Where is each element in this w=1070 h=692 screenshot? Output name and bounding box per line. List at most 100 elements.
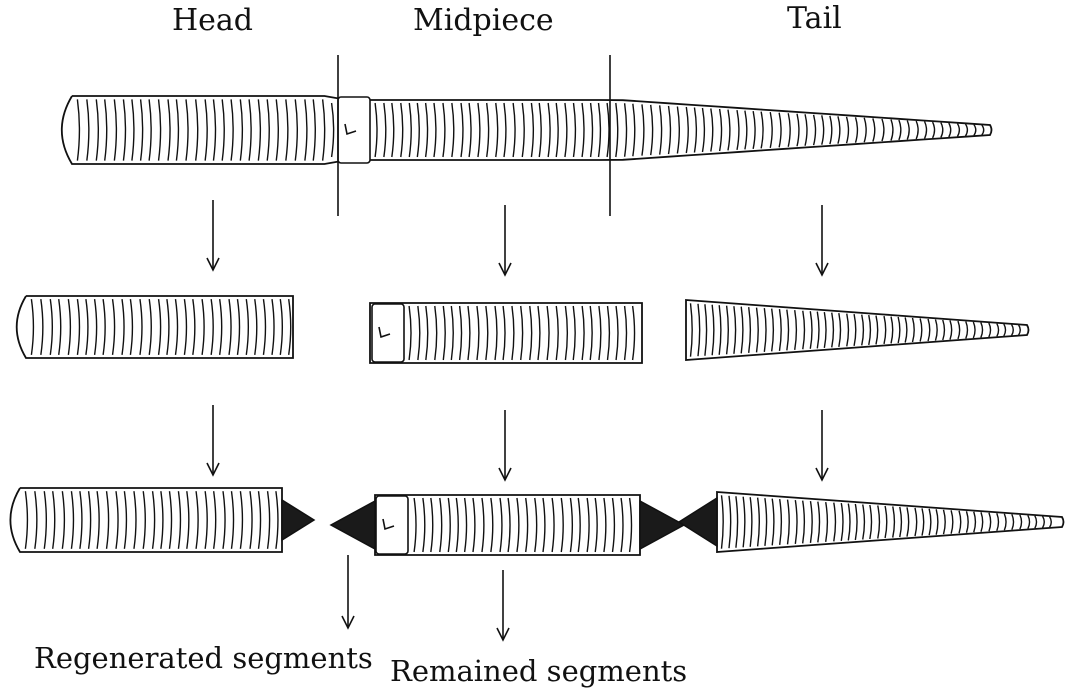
worm-segment <box>266 99 270 161</box>
worm-segment <box>980 322 984 338</box>
worm-segment <box>512 102 516 158</box>
worm-segment <box>463 497 468 553</box>
worm-segment <box>221 99 225 161</box>
worm-segment <box>551 497 555 553</box>
worm-segment <box>321 99 326 161</box>
worm-segment <box>733 306 737 354</box>
worm-segment <box>521 102 525 158</box>
worm-segment <box>174 298 179 356</box>
worm-segment <box>1041 515 1045 529</box>
worm-segment <box>148 298 152 356</box>
worm-segment <box>70 491 75 549</box>
worm-segment <box>113 99 118 161</box>
piece-outline <box>685 299 1030 361</box>
worm-segment <box>1011 513 1015 531</box>
worm-segment <box>472 497 476 553</box>
worm-segment <box>546 305 550 361</box>
worm-segment <box>408 305 412 361</box>
worm-segment <box>796 113 800 147</box>
worm-segment <box>142 491 146 549</box>
worm-segment <box>1048 516 1052 528</box>
worm-segment <box>594 497 598 553</box>
worm-segment <box>935 509 939 535</box>
worm-segment <box>740 306 744 354</box>
worm-segment <box>923 121 928 139</box>
worm-segment <box>288 298 292 356</box>
worm-segment <box>40 298 44 356</box>
worm-segment <box>160 491 164 549</box>
worm-segment <box>956 123 961 137</box>
worm-segment <box>911 317 915 343</box>
worm-segment <box>581 305 585 361</box>
worm-segment <box>424 102 429 158</box>
worm-segment <box>744 110 748 150</box>
worm-segment <box>275 99 279 161</box>
worm-segment <box>897 316 901 344</box>
worm-segment <box>555 102 559 158</box>
worm-segment <box>965 511 969 533</box>
worm-segment <box>845 116 850 144</box>
worm-segment <box>794 500 798 544</box>
worm-segment <box>615 305 619 361</box>
worm-segment <box>996 512 1000 532</box>
worm-segment <box>906 507 910 537</box>
worm-segment <box>139 298 143 356</box>
worm-segment <box>1027 514 1031 530</box>
regenerated-head-worm <box>9 487 316 553</box>
worm-segment <box>833 502 837 542</box>
worm-segment <box>641 104 645 156</box>
worm-segment <box>391 102 395 158</box>
worm-segment <box>204 491 208 549</box>
worm-segment <box>735 496 739 548</box>
worm-segment <box>697 303 701 357</box>
worm-segment <box>516 497 520 553</box>
worm-segment <box>964 123 969 137</box>
worm-segment <box>853 313 857 347</box>
worm-segment <box>906 120 910 140</box>
worm-segment <box>499 497 503 553</box>
worm-segment <box>770 308 775 352</box>
worm-segment <box>598 305 602 361</box>
worm-segment <box>330 102 335 158</box>
worm-segment <box>572 102 577 158</box>
worm-segment <box>606 102 610 158</box>
arrow-mid-down-2 <box>498 410 512 482</box>
worm-segment <box>1034 515 1038 529</box>
worm-segment <box>530 102 535 158</box>
worm-outline <box>61 95 993 165</box>
worm-segment <box>1018 324 1021 336</box>
worm-segment <box>831 312 835 348</box>
worm-segment <box>771 498 775 546</box>
worm-segment <box>87 491 92 549</box>
worm-segment <box>85 298 89 356</box>
worm-segment <box>914 507 918 537</box>
worm-segment <box>846 313 850 347</box>
worm-segment <box>166 298 170 356</box>
worm-segment <box>869 504 873 540</box>
piece-outline <box>716 491 1065 553</box>
worm-segment <box>597 102 602 158</box>
worm-segment <box>157 99 162 161</box>
worm-segment <box>632 103 636 157</box>
label-remained-segments: Remained segments <box>390 654 688 688</box>
worm-segment <box>718 108 723 152</box>
worm-segment <box>763 308 767 352</box>
worm-segment <box>486 102 490 158</box>
cut-tail-piece <box>685 299 1030 361</box>
worm-segment <box>157 298 162 356</box>
worm-segment <box>458 305 463 361</box>
regenerated-tail-worm <box>677 491 1065 553</box>
worm-segment <box>167 99 171 161</box>
worm-segment <box>996 323 1000 337</box>
worm-segment <box>854 503 858 541</box>
worm-segment <box>279 298 284 356</box>
piece-outline <box>9 487 283 553</box>
worm-segment <box>43 491 48 549</box>
worm-segment <box>756 497 761 547</box>
worm-segment <box>883 315 887 345</box>
worm-segment <box>872 118 876 142</box>
worm-segment <box>177 491 182 549</box>
worm-segment <box>801 500 806 544</box>
worm-segment <box>589 305 593 361</box>
